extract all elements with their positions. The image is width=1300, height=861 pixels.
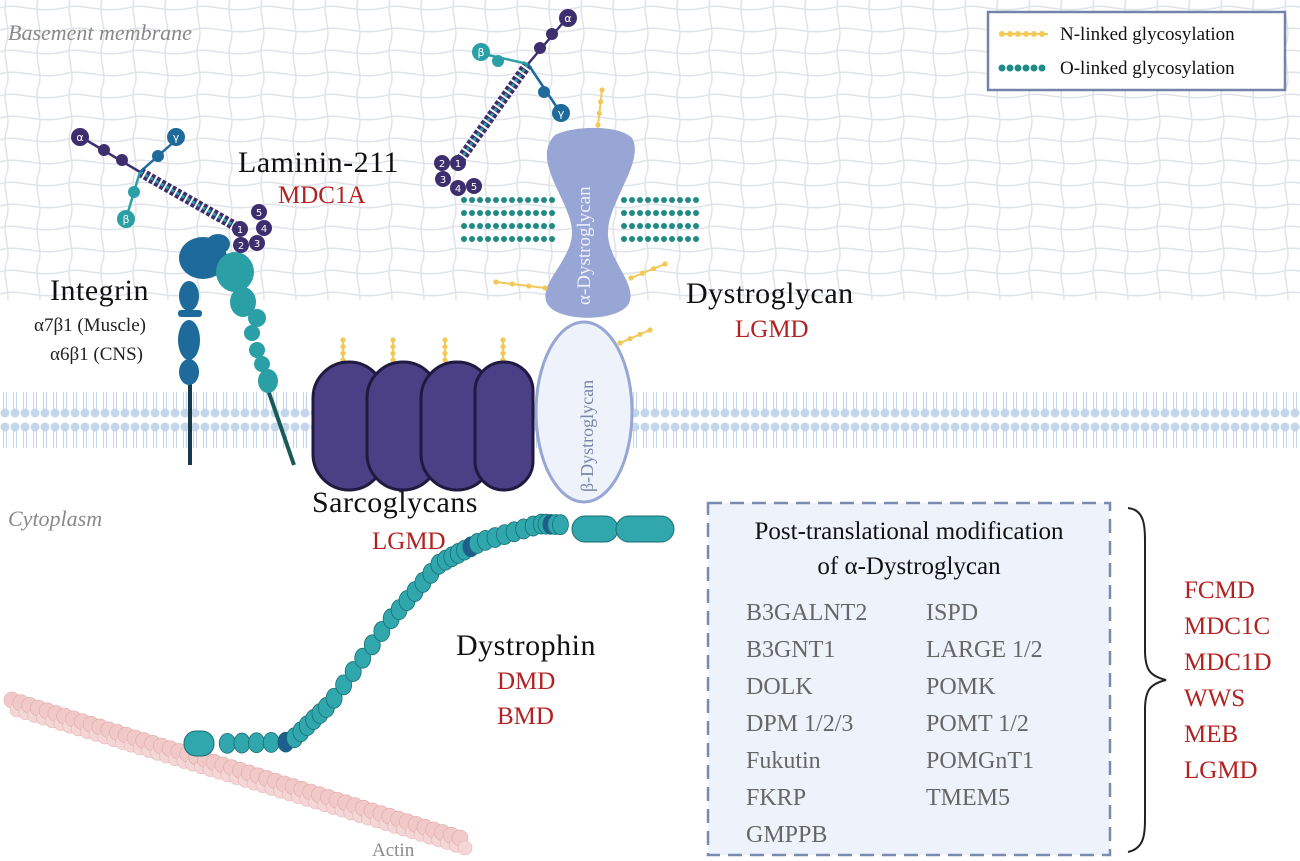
o-linked-glycosylation-icon (998, 64, 1046, 72)
sarcoglycan-complex (311, 360, 535, 492)
ptm-gene: FKRP (746, 785, 806, 811)
ptm-gene: ISPD (926, 600, 978, 626)
dystrophin-protein (183, 513, 675, 757)
svg-text:α-Dystroglycan: α-Dystroglycan (574, 186, 595, 305)
dystroglycan-disease: LGMD (735, 316, 809, 343)
ptm-gene: GMPPB (746, 822, 827, 848)
svg-text:4: 4 (261, 224, 267, 235)
dystrophin-name: Dystrophin (456, 629, 596, 662)
legend-n-linked-label: N-linked glycosylation (1060, 24, 1235, 45)
laminin-molecule-left: α γ β 1 2 3 4 5 (71, 128, 272, 253)
svg-text:4: 4 (455, 184, 461, 195)
legend-box (986, 10, 1287, 92)
integrin-variant-cns: α6β1 (CNS) (50, 344, 143, 365)
laminin-alpha-chain (71, 128, 89, 146)
svg-text:α: α (564, 12, 571, 25)
svg-text:α: α (76, 131, 83, 144)
svg-text:3: 3 (440, 175, 446, 186)
ptm-gene: LARGE 1/2 (926, 637, 1043, 663)
laminin-right-alpha-chain (559, 9, 577, 27)
sarcoglycans-disease: LGMD (372, 528, 446, 555)
svg-text:3: 3 (254, 239, 260, 250)
ptm-title-line1: Post-translational modification (755, 518, 1064, 545)
actin-label: Actin (372, 840, 415, 861)
ptm-gene: DPM 1/2/3 (746, 711, 853, 737)
integrin-protein (178, 234, 296, 466)
legend: N-linked glycosylation O-linked glycosyl… (986, 10, 1287, 92)
svg-text:γ: γ (173, 131, 180, 144)
ptm-disease: MEB (1184, 721, 1238, 748)
ptm-disease: WWS (1184, 685, 1245, 712)
laminin-name: Laminin-211 (238, 146, 399, 179)
laminin-gamma-chain (167, 128, 185, 146)
cell-membrane-bilayer (0, 392, 1300, 462)
svg-text:5: 5 (256, 208, 262, 219)
integrin-name: Integrin (50, 274, 149, 307)
ptm-box-frame (706, 501, 1112, 857)
ptm-disease: MDC1D (1184, 649, 1272, 676)
svg-text:γ: γ (558, 107, 565, 120)
n-linked-glycan-sprigs (340, 87, 668, 363)
svg-text:1: 1 (455, 159, 461, 170)
alpha-dystroglycan-protein: α-Dystroglycan (545, 127, 635, 318)
laminin-molecule-right: α β γ 1 2 3 4 5 (434, 9, 577, 196)
ptm-gene: DOLK (746, 674, 813, 700)
beta-dystroglycan-protein: β-Dystroglycan (534, 320, 634, 504)
actin-filament (3, 691, 473, 856)
svg-text:β: β (477, 46, 484, 59)
ptm-brace (1127, 507, 1167, 853)
dystrophin-disease-bmd: BMD (497, 703, 554, 730)
svg-text:2: 2 (439, 159, 445, 170)
svg-text:2: 2 (238, 241, 244, 252)
sarcoglycans-name: Sarcoglycans (312, 486, 478, 519)
ptm-gene: B3GNT1 (746, 637, 835, 663)
laminin-beta-chain (117, 210, 135, 228)
ptm-gene: POMK (926, 674, 996, 700)
svg-text:5: 5 (471, 182, 477, 193)
n-linked-glycosylation-icon (999, 31, 1048, 37)
laminin-right-beta-chain (472, 43, 490, 61)
ptm-gene: Fukutin (746, 748, 821, 774)
ptm-disease-list: FCMD MDC1C MDC1D WWS MEB LGMD (1184, 577, 1272, 784)
o-linked-glycan-chains (461, 197, 699, 242)
ptm-disease: MDC1C (1184, 613, 1270, 640)
cytoplasm-label: Cytoplasm (8, 506, 102, 531)
laminin-right-gamma-chain (552, 104, 570, 122)
svg-text:1: 1 (237, 225, 243, 236)
svg-text:β: β (122, 213, 129, 226)
svg-text:β-Dystroglycan: β-Dystroglycan (577, 380, 597, 492)
ptm-box: Post-translational modification of α-Dys… (706, 501, 1112, 857)
legend-o-linked-label: O-linked glycosylation (1060, 58, 1235, 79)
ptm-disease: LGMD (1184, 757, 1258, 784)
ptm-gene: POMT 1/2 (926, 711, 1029, 737)
basement-membrane-label: Basement membrane (8, 20, 192, 45)
laminin-disease: MDC1A (278, 182, 366, 209)
ptm-gene: TMEM5 (926, 785, 1010, 811)
dystroglycan-name: Dystroglycan (686, 277, 854, 310)
ptm-title-line2: of α-Dystroglycan (817, 553, 1001, 580)
ptm-gene: B3GALNT2 (746, 600, 867, 626)
dystrophin-disease-dmd: DMD (497, 668, 555, 695)
integrin-variant-muscle: α7β1 (Muscle) (34, 315, 146, 336)
ptm-gene: POMGnT1 (926, 748, 1034, 774)
ptm-disease: FCMD (1184, 577, 1255, 604)
